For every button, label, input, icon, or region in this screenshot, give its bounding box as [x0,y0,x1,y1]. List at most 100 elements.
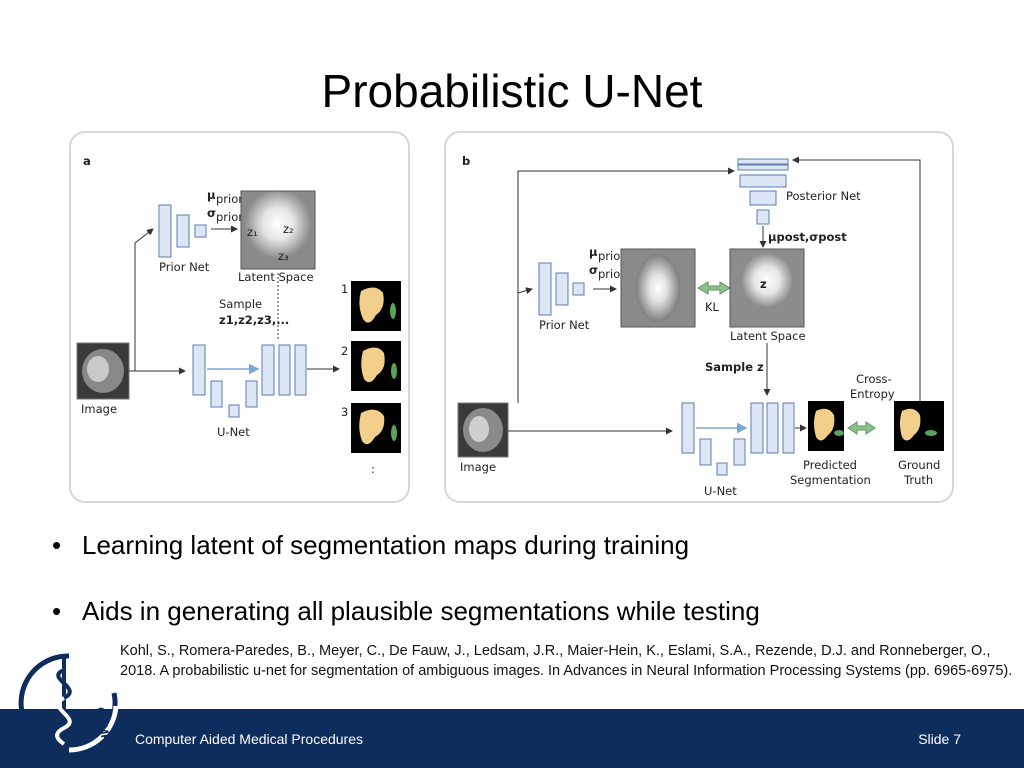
bullet-text: Learning latent of segmentation maps dur… [82,530,690,560]
cross-label: Cross- [856,372,892,386]
unet-block-4 [245,380,258,408]
ground-truth-seg-green [925,430,937,436]
panel-b-label: b [462,154,470,168]
b-prior-net-block-2 [555,272,569,306]
unet-block-7 [294,344,307,396]
output-2-seg [361,347,385,383]
b-prior-net-block-3 [572,282,585,296]
ground-truth-label-1: Ground [898,458,940,472]
figure-panel-b: b Posterior Net μpost,σpost Prior Net μ … [444,131,954,503]
b-unet-block-6 [766,402,779,454]
logo-text: CAMP [93,706,113,743]
panel-b-diagram: b Posterior Net μpost,σpost Prior Net μ … [457,154,944,498]
b-prior-net-label: Prior Net [539,318,590,332]
unet-block-3 [228,404,240,418]
output-1-green [390,303,396,319]
unet-block-1 [192,344,206,396]
posterior-net-block-3 [739,174,787,188]
b-mu-prior-sub: prior [598,249,625,263]
footer-title: Computer Aided Medical Procedures [135,731,364,747]
posterior-net-block-1 [737,158,789,165]
bullet-item: • Learning latent of segmentation maps du… [48,528,1008,562]
b-sigma-prior-sub: prior [598,267,625,281]
predicted-seg-green [834,430,844,436]
footer-bar: Computer Aided Medical Procedures Slide … [0,709,1024,768]
output-3-seg [359,409,385,445]
unet-block-2 [210,380,223,408]
posterior-net-block-5 [756,209,770,225]
image-to-prior-arrow [517,287,533,295]
posterior-net-block-2 [737,164,789,171]
kl-arrow [697,281,731,295]
bullet-item: • Aids in generating all plausible segmen… [48,594,1008,628]
citation-text: Kohl, S., Romera-Paredes, B., Meyer, C.,… [120,643,1013,679]
b-unet-block-3 [716,462,728,476]
logo-snake-top [56,668,72,700]
output-1-seg [359,287,384,323]
ground-truth-seg-shape [900,408,921,441]
b-input-image-organ [469,416,489,442]
image-label: Image [81,402,117,416]
output-2-label: 2 [341,344,348,358]
unet-label: U-Net [217,425,250,439]
sample-z-label: z1,z2,z3,... [219,313,289,327]
kl-label: KL [705,300,720,314]
sample-z-label: Sample z [705,360,764,374]
b-unet-block-7 [782,402,795,454]
latent-z2: z₂ [283,222,294,236]
slide-title: Probabilistic U-Net [321,65,703,117]
figure-panel-a: a Prior Net μ prior σ prior z₁ z₂ z₃ Lat… [69,131,410,503]
logo-ring-bottom [68,705,119,753]
b-prior-net-block-1 [538,262,552,316]
b-image-label: Image [460,460,496,474]
sample-label: Sample [219,297,262,311]
bullet-text: Aids in generating all plausible segment… [82,596,760,626]
panel-a-label: a [83,154,91,168]
output-3-label: 3 [341,405,348,419]
entropy-label: Entropy [850,387,895,401]
cross-entropy-arrow [847,421,876,435]
output-1-label: 1 [341,282,348,296]
latent-space-posterior-plot [729,248,805,328]
input-image-organ [87,356,109,382]
output-2-green [391,363,397,379]
prior-distribution-ellipse [636,254,680,322]
b-unet-block-4 [733,438,746,466]
latent-space-label: Latent Space [238,270,314,284]
camp-logo: CAMP [18,653,119,753]
b-unet-block-5 [750,402,764,454]
posterior-net-block-4 [749,190,777,206]
output-3-green [391,425,397,441]
prior-net-block-2 [176,214,190,248]
latent-z-marker: z [760,277,767,291]
latent-space-plot [240,190,316,270]
predicted-label-1: Predicted [803,458,857,472]
b-unet-block-1 [681,402,695,454]
panel-a-diagram: a Prior Net μ prior σ prior z₁ z₂ z₃ Lat… [76,154,401,476]
prior-net-block-1 [158,204,172,258]
latent-z1: z₁ [247,225,258,239]
b-latent-space-label: Latent Space [730,329,806,343]
mu-prior-symbol: μ [207,188,216,202]
b-unet-block-2 [699,438,712,466]
mu-post-label: μpost,σpost [768,230,847,244]
unet-block-5 [261,344,275,396]
sigma-prior-symbol: σ [207,206,216,220]
mu-prior-sub: prior [216,192,243,206]
posterior-net-label: Posterior Net [786,189,861,203]
latent-z3: z₃ [278,249,289,263]
bullet-list: • Learning latent of segmentation maps du… [48,528,1008,660]
unet-block-6 [278,344,291,396]
more-outputs-dots: : [371,462,375,476]
slide-number: Slide 7 [918,731,961,747]
ground-truth-label-2: Truth [903,473,933,487]
bullet-dot: • [52,530,62,560]
prior-net-block-3 [194,224,207,238]
ground-truth-to-posterior-line [792,156,921,401]
image-to-posterior-line [517,167,735,403]
bullet-dot: • [52,596,62,626]
b-mu-prior-symbol: μ [589,245,598,259]
sigma-prior-sub: prior [216,210,243,224]
image-to-prior-arrow [129,228,154,372]
predicted-label-2: Segmentation [790,473,871,487]
